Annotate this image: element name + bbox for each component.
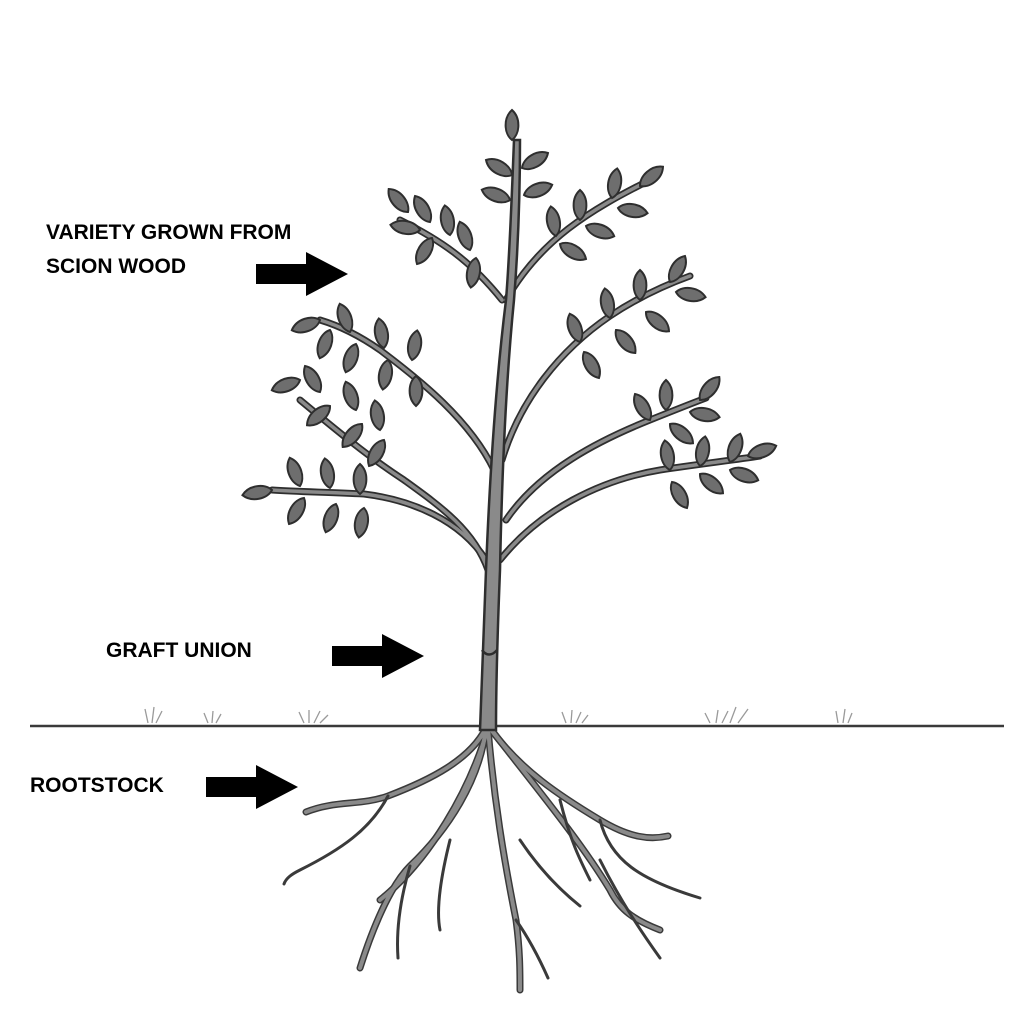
scion-label: VARIETY GROWN FROM SCION WOOD <box>46 216 291 284</box>
roots <box>282 724 702 994</box>
grass-tufts <box>144 706 853 724</box>
rootstock-arrow-icon <box>206 765 298 809</box>
graft-union-arrow-icon <box>332 634 424 678</box>
scion-arrow-icon <box>256 252 348 296</box>
rootstock-label: ROOTSTOCK <box>30 774 164 797</box>
scion-label-line1: VARIETY GROWN FROM <box>46 221 292 244</box>
scion-label-line2: SCION WOOD <box>46 255 186 278</box>
graft-union-mark <box>480 649 498 656</box>
trunk <box>478 138 522 732</box>
graft-union-label: GRAFT UNION <box>106 639 252 662</box>
